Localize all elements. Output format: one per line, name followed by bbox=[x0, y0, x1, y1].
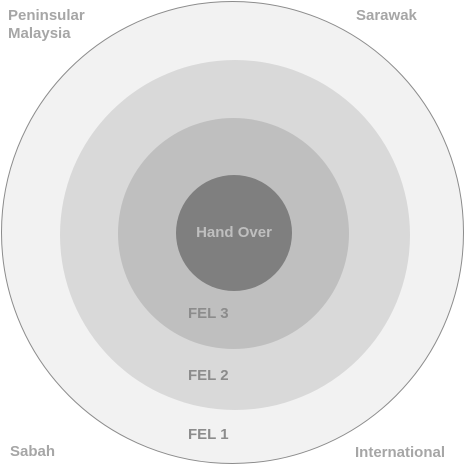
stage-label-fel1: FEL 1 bbox=[188, 426, 229, 443]
region-label-sabah: Sabah bbox=[10, 443, 56, 460]
stage-label-fel3: FEL 3 bbox=[188, 305, 229, 322]
stage-label-hand-over: Hand Over bbox=[196, 224, 272, 241]
region-label-international: International bbox=[355, 444, 446, 461]
hand-over-core bbox=[176, 175, 292, 291]
stage-label-fel2: FEL 2 bbox=[188, 367, 229, 384]
region-label-peninsular-malaysia: Peninsular Malaysia bbox=[8, 7, 85, 42]
region-label-sarawak: Sarawak bbox=[356, 7, 417, 24]
